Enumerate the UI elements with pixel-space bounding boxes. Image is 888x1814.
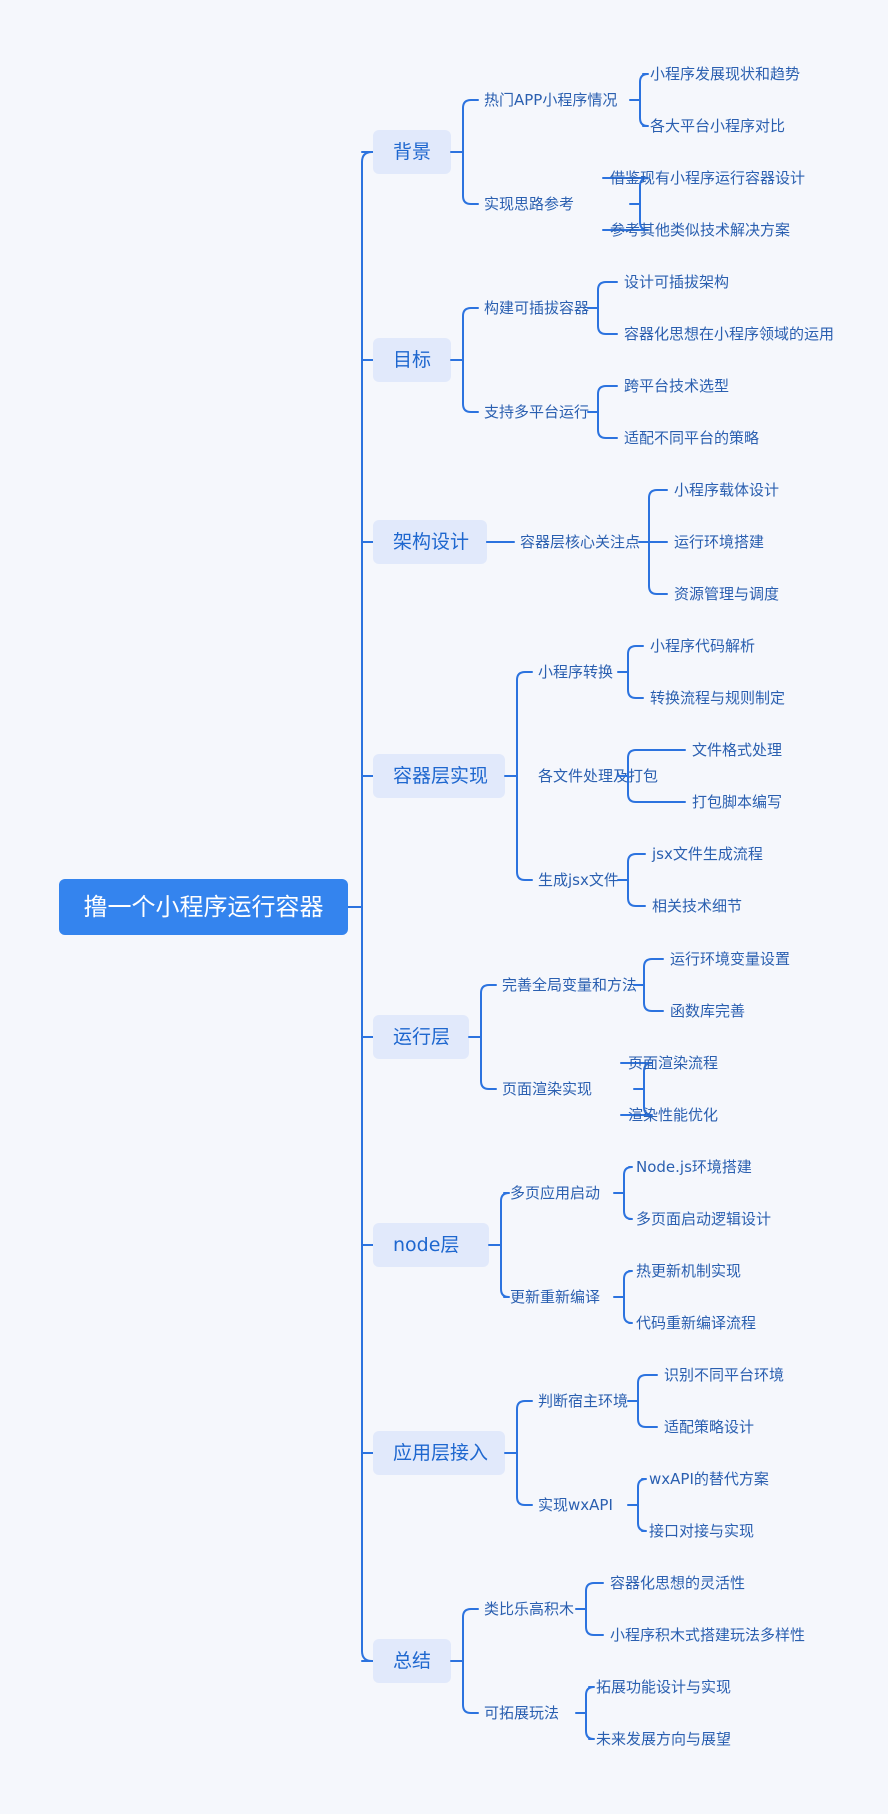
leaf-label: 跨平台技术选型 — [624, 377, 729, 395]
leaf-label: 运行环境变量设置 — [670, 950, 790, 968]
leaf-label: Node.js环境搭建 — [636, 1158, 752, 1176]
branch-bracket — [462, 307, 479, 413]
branch-node — [373, 130, 451, 174]
leaf-label: 转换流程与规则制定 — [650, 689, 785, 707]
leaf-label: 容器化思想的灵活性 — [610, 1574, 745, 1592]
branch-label: 架构设计 — [393, 531, 469, 553]
leaf-label: 参考其他类似技术解决方案 — [610, 221, 790, 239]
branch-label: 目标 — [393, 349, 431, 371]
branch-bracket — [516, 671, 533, 881]
sub-branch-label: 容器层核心关注点 — [520, 533, 640, 551]
sub-branch-label: 多页应用启动 — [510, 1184, 600, 1202]
branch-label: node层 — [393, 1234, 459, 1256]
leaf-label: 相关技术细节 — [652, 897, 742, 915]
branch-label: 容器层实现 — [393, 765, 488, 787]
sub-branch-label: 实现wxAPI — [538, 1496, 613, 1514]
root-title: 撸一个小程序运行容器 — [84, 893, 324, 921]
branch-bracket — [500, 1192, 510, 1298]
leaf-label: 多页面启动逻辑设计 — [636, 1210, 771, 1228]
sub-branch-label: 类比乐高积木 — [484, 1600, 574, 1618]
leaf-label: 拓展功能设计与实现 — [596, 1678, 731, 1696]
leaf-label: 适配不同平台的策略 — [624, 429, 759, 447]
leaf-label: 页面渲染流程 — [628, 1054, 718, 1072]
root-node — [59, 879, 348, 935]
sub-branch-label: 生成jsx文件 — [538, 871, 619, 889]
sub-branch-label: 完善全局变量和方法 — [502, 976, 637, 994]
leaf-label: wxAPI的替代方案 — [649, 1470, 769, 1488]
branch-bracket — [639, 73, 649, 127]
root-spine — [361, 151, 374, 1662]
leaf-label: 打包脚本编写 — [692, 793, 782, 811]
branch-node — [373, 520, 487, 564]
branch-bracket — [623, 1166, 633, 1220]
leaf-label: 小程序发展现状和趋势 — [650, 65, 800, 83]
sub-branch-label: 支持多平台运行 — [484, 403, 589, 421]
branch-label: 背景 — [393, 141, 431, 163]
branch-bracket — [597, 385, 618, 439]
branch-node — [373, 1015, 469, 1059]
branch-node — [373, 338, 451, 382]
leaf-label: 热更新机制实现 — [636, 1262, 741, 1280]
leaf-label: 容器化思想在小程序领域的运用 — [624, 325, 834, 343]
leaf-label: 借鉴现有小程序运行容器设计 — [610, 169, 805, 187]
leaf-label: 渲染性能优化 — [628, 1106, 718, 1124]
branch-bracket — [462, 99, 479, 205]
branch-label: 总结 — [393, 1650, 431, 1672]
sub-branch-label: 可拓展玩法 — [484, 1704, 559, 1722]
sub-branch-label: 小程序转换 — [538, 663, 613, 681]
branch-node — [373, 1639, 451, 1683]
branch-bracket — [620, 1062, 653, 1116]
leaf-label: 代码重新编译流程 — [636, 1314, 756, 1332]
leaf-label: 小程序积木式搭建玩法多样性 — [610, 1626, 805, 1644]
sub-branch-label: 各文件处理及打包 — [538, 767, 658, 785]
leaf-label: 设计可插拔架构 — [624, 273, 729, 291]
leaf-label: jsx文件生成流程 — [651, 845, 763, 863]
branch-bracket — [597, 281, 618, 335]
branch-bracket — [637, 1478, 647, 1532]
branch-node — [373, 1223, 489, 1267]
branch-bracket — [627, 645, 644, 699]
leaf-label: 未来发展方向与展望 — [596, 1730, 731, 1748]
leaf-label: 函数库完善 — [670, 1002, 745, 1020]
branch-bracket — [585, 1582, 604, 1636]
branch-bracket — [637, 1374, 658, 1428]
branch-label: 应用层接入 — [393, 1442, 488, 1464]
leaf-label: 接口对接与实现 — [649, 1522, 754, 1540]
branch-bracket — [627, 853, 646, 907]
branch-bracket — [623, 1270, 633, 1324]
branch-bracket — [627, 749, 686, 803]
leaf-label: 小程序载体设计 — [674, 481, 779, 499]
branch-bracket — [480, 984, 497, 1090]
leaf-label: 各大平台小程序对比 — [650, 117, 785, 135]
leaf-label: 运行环境搭建 — [674, 533, 764, 551]
sub-branch-label: 判断宿主环境 — [538, 1392, 628, 1410]
sub-branch-label: 实现思路参考 — [484, 195, 574, 213]
branch-node — [373, 754, 505, 798]
sub-branch-label: 更新重新编译 — [510, 1288, 600, 1306]
branch-bracket — [602, 177, 649, 231]
sub-branch-label: 页面渲染实现 — [502, 1080, 592, 1098]
leaf-label: 资源管理与调度 — [674, 585, 779, 603]
branch-label: 运行层 — [393, 1026, 450, 1048]
branch-bracket — [516, 1400, 533, 1506]
leaf-label: 识别不同平台环境 — [664, 1366, 784, 1384]
branch-bracket — [585, 1686, 595, 1740]
leaf-label: 小程序代码解析 — [650, 637, 755, 655]
sub-branch-label: 构建可插拔容器 — [484, 299, 589, 317]
branch-node — [373, 1431, 505, 1475]
sub-branch-label: 热门APP小程序情况 — [484, 91, 617, 109]
leaf-label: 适配策略设计 — [664, 1418, 754, 1436]
branch-bracket — [643, 958, 664, 1012]
leaf-label: 文件格式处理 — [692, 741, 782, 759]
branch-bracket — [462, 1608, 479, 1714]
